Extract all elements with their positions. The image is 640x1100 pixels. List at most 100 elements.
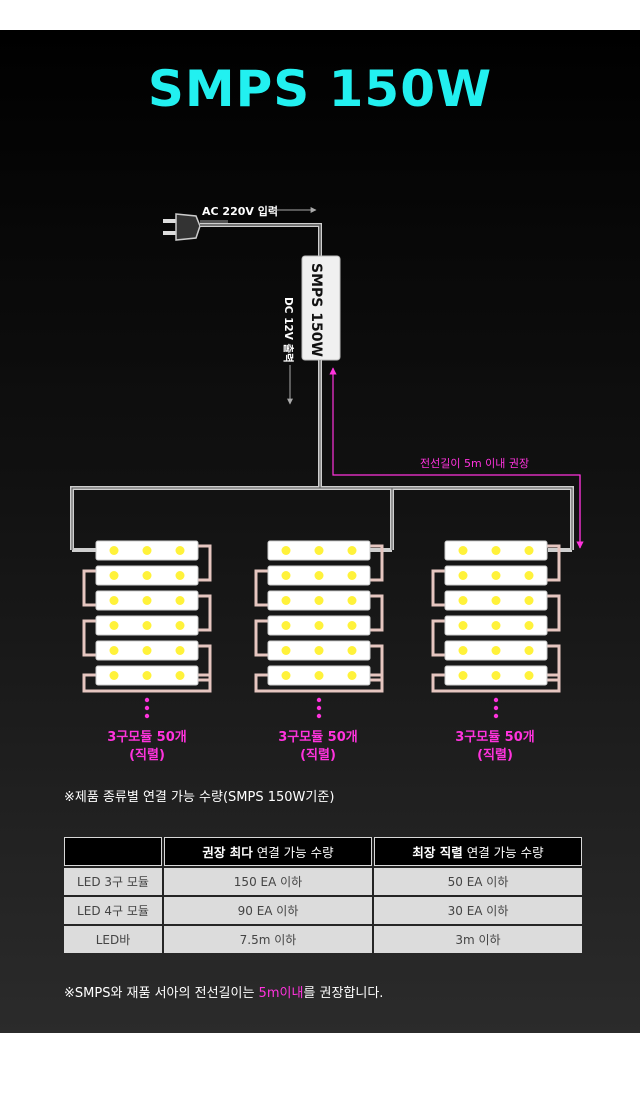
led-chip — [314, 546, 324, 555]
module-wire — [547, 644, 561, 682]
led-chip — [175, 621, 185, 630]
led-chip — [142, 646, 152, 655]
dc-output-label: DC 12V 출력 — [282, 297, 295, 363]
led-group-3: 3구모듈 50개 (직렬) — [455, 730, 535, 763]
led-chip — [491, 671, 501, 680]
led-module — [444, 640, 548, 661]
row-label: LED바 — [64, 926, 162, 953]
continuation-dot — [144, 697, 150, 703]
spec-table-header: 권장 최다 연결 가능 수량 최장 직렬 연결 가능 수량 — [64, 837, 582, 866]
led-module — [444, 540, 548, 561]
module-wire — [254, 619, 268, 657]
led-group-2-type: (직렬) — [300, 747, 336, 763]
led-chip — [281, 671, 291, 680]
led-chip — [142, 671, 152, 680]
led-chip — [458, 671, 468, 680]
header-max-count-bold: 권장 최다 — [202, 845, 253, 860]
led-chip — [109, 571, 119, 580]
module-wire — [431, 619, 445, 657]
led-chip — [109, 646, 119, 655]
led-chip — [281, 621, 291, 630]
led-chip — [109, 596, 119, 605]
led-module — [95, 615, 199, 636]
led-module — [95, 640, 199, 661]
footnote: ※SMPS와 재품 서아의 전선길이는 5m이내를 권장합니다. — [64, 982, 383, 1001]
module-wire — [370, 594, 384, 632]
module-wire — [198, 594, 212, 632]
led-chip — [109, 621, 119, 630]
led-module — [444, 665, 548, 686]
footnote-after: 를 권장합니다. — [303, 986, 384, 1001]
row-label: LED 3구 모듈 — [64, 868, 162, 895]
led-module — [267, 665, 371, 686]
module-wire — [547, 594, 561, 632]
row-serial-count: 3m 이하 — [374, 926, 582, 953]
led-chip — [524, 621, 534, 630]
ac-cable — [200, 223, 322, 262]
continuation-dot — [316, 697, 322, 703]
led-chip — [524, 546, 534, 555]
led-module — [444, 565, 548, 586]
led-chip — [491, 546, 501, 555]
led-chip — [281, 646, 291, 655]
led-group-1: 3구모듈 50개 (직렬) — [107, 730, 187, 763]
continuation-dot — [493, 697, 499, 703]
table-row: LED바 7.5m 이하 3m 이하 — [64, 926, 582, 953]
header-max-count-rest: 연결 가능 수량 — [252, 845, 334, 860]
cable-length-label: 전선길이 5m 이내 권장 — [420, 457, 529, 470]
page-title: SMPS 150W — [147, 60, 493, 118]
led-module — [267, 590, 371, 611]
row-max-count: 90 EA 이하 — [164, 897, 372, 924]
module-wire — [82, 619, 96, 657]
module-wire — [198, 644, 212, 682]
row-max-count: 150 EA 이하 — [164, 868, 372, 895]
led-chip — [491, 621, 501, 630]
power-plug-icon — [163, 213, 228, 241]
row-label: LED 4구 모듈 — [64, 897, 162, 924]
led-chip — [458, 621, 468, 630]
led-chip — [347, 621, 357, 630]
smps-unit: SMPS 150W — [301, 255, 341, 361]
led-group-3-count: 3구모듈 50개 — [455, 730, 535, 745]
led-chip — [281, 546, 291, 555]
led-module — [444, 590, 548, 611]
module-wire — [370, 544, 384, 582]
led-chip — [175, 596, 185, 605]
led-module — [95, 590, 199, 611]
led-chip — [524, 646, 534, 655]
led-chip — [142, 571, 152, 580]
continuation-dot — [144, 705, 150, 711]
led-module — [95, 540, 199, 561]
footnote-before: ※SMPS와 재품 서아의 전선길이는 — [64, 986, 259, 1001]
spec-table-corner — [64, 837, 162, 866]
led-chip — [314, 671, 324, 680]
led-module — [95, 565, 199, 586]
dc-cable — [70, 360, 574, 552]
header-serial-count-rest: 연결 가능 수량 — [462, 845, 544, 860]
led-chip — [175, 546, 185, 555]
led-chip — [458, 546, 468, 555]
continuation-dot — [316, 705, 322, 711]
led-chip — [347, 671, 357, 680]
row-serial-count: 30 EA 이하 — [374, 897, 582, 924]
led-chip — [314, 646, 324, 655]
cable-length-indicator — [329, 367, 584, 549]
led-chip — [109, 671, 119, 680]
led-chip — [347, 571, 357, 580]
row-serial-count: 50 EA 이하 — [374, 868, 582, 895]
smps-unit-label: SMPS 150W — [308, 263, 324, 357]
led-chip — [524, 671, 534, 680]
led-chip — [314, 621, 324, 630]
led-group-1-type: (직렬) — [129, 747, 165, 763]
module-wire — [254, 569, 268, 607]
led-module — [267, 615, 371, 636]
module-wire — [370, 644, 384, 682]
continuation-dot — [493, 705, 499, 711]
led-chip — [524, 571, 534, 580]
led-chip — [458, 596, 468, 605]
led-chip — [491, 646, 501, 655]
led-chip — [347, 596, 357, 605]
led-chip — [175, 571, 185, 580]
continuation-dot — [316, 713, 322, 719]
led-chip — [175, 646, 185, 655]
